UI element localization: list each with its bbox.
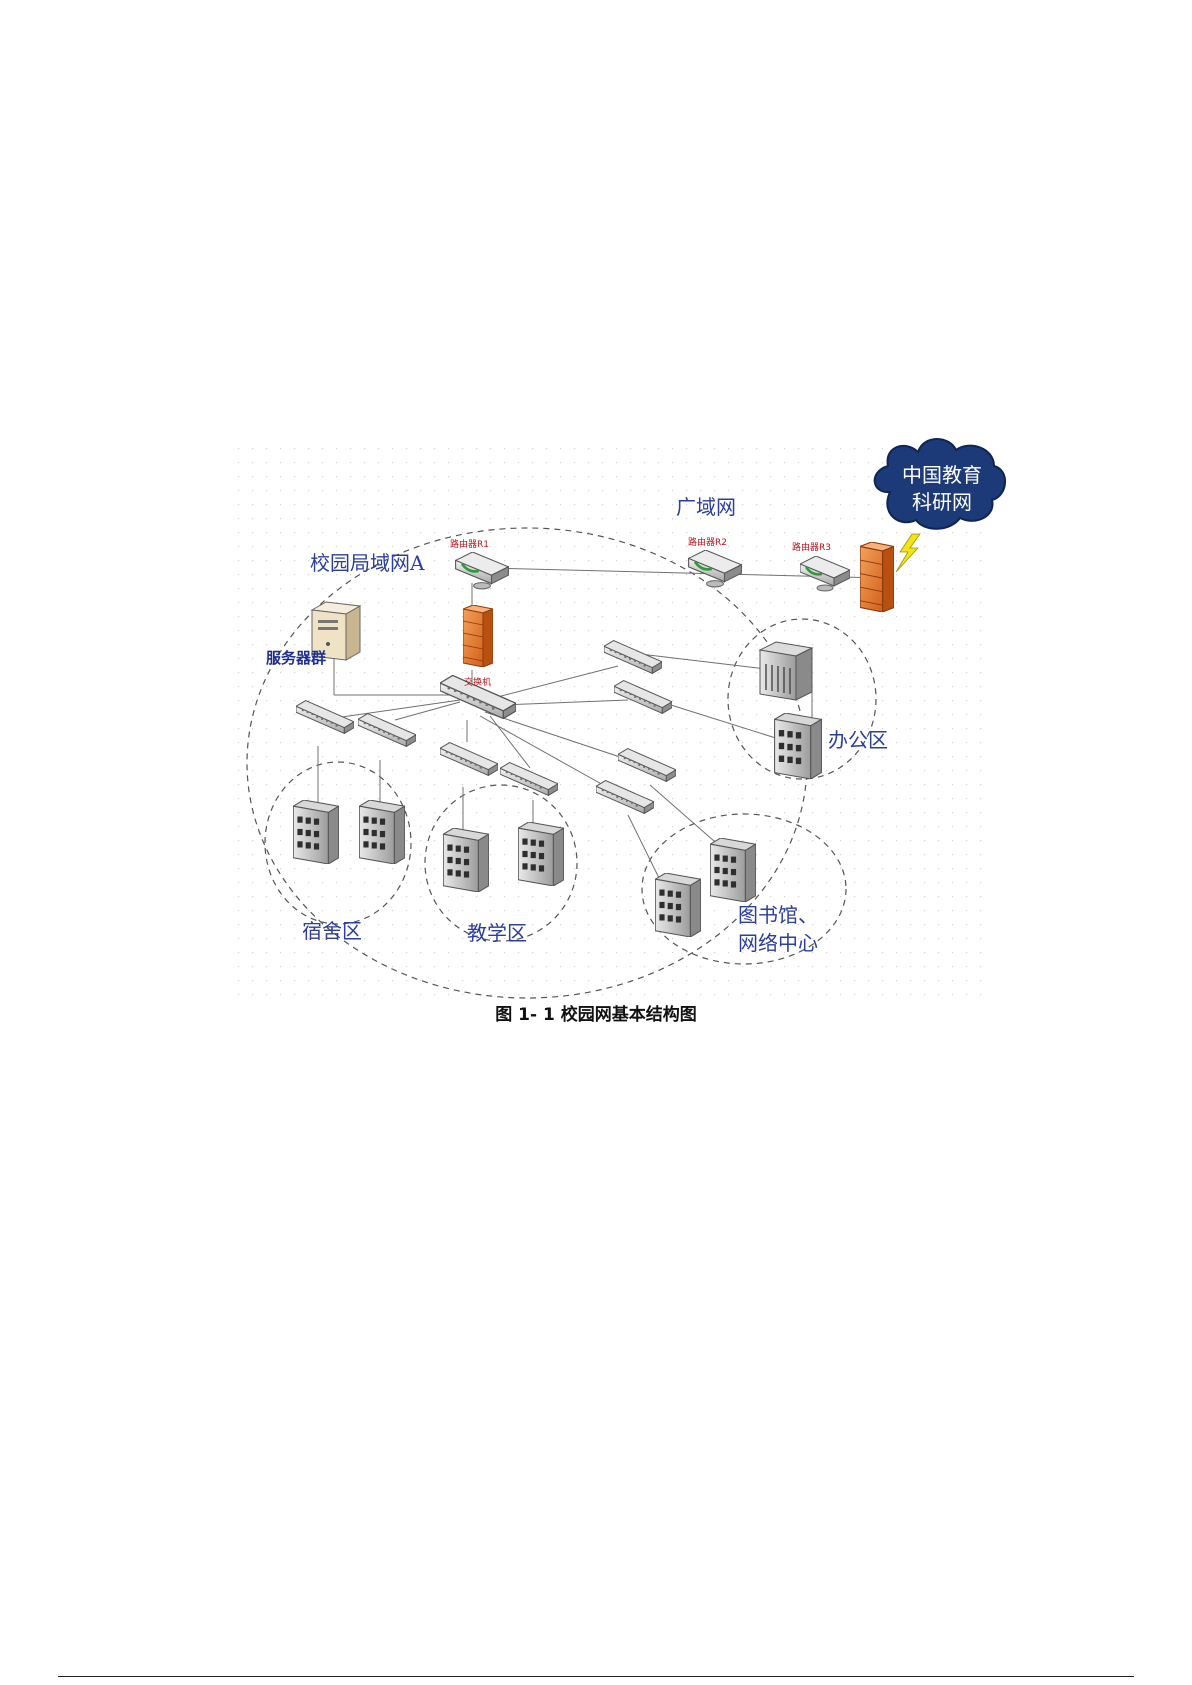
office-zone-label: 办公区 [828, 728, 888, 752]
firewall-icon [463, 605, 493, 667]
router-r2-label: 路由器R2 [688, 536, 727, 548]
figure-caption: 图 1- 1 校园网基本结构图 [0, 1000, 1192, 1025]
router-r1-label: 路由器R1 [450, 538, 489, 550]
library-label-line1: 图书馆、 [738, 903, 818, 927]
dorm-zone-label: 宿舍区 [302, 919, 362, 943]
server-group-label: 服务器群 [266, 649, 326, 667]
cloud-label-line2: 科研网 [912, 490, 972, 514]
teaching-building-icon [443, 828, 488, 892]
cloud-label-line1: 中国教育 [902, 463, 982, 487]
library-building-icon [710, 838, 755, 902]
switch-label: 交换机 [464, 676, 491, 688]
campus-lan-label: 校园局域网A [310, 551, 425, 575]
office-building-icon [775, 713, 822, 779]
dorm-building-icon [293, 800, 338, 864]
library-building-icon [655, 873, 700, 937]
router-r3-label: 路由器R3 [792, 541, 831, 553]
cernet-cloud: 中国教育 科研网 [875, 439, 1005, 529]
office-server-rack-icon [760, 642, 812, 700]
page-rule [58, 1676, 1134, 1677]
dorm-building-icon [359, 800, 404, 864]
teaching-zone-label: 教学区 [467, 921, 527, 945]
library-label-line2: 网络中心 [738, 931, 818, 955]
teaching-building-icon [518, 822, 563, 886]
wan-label: 广域网 [676, 495, 736, 519]
wan-firewall-icon [860, 542, 894, 612]
